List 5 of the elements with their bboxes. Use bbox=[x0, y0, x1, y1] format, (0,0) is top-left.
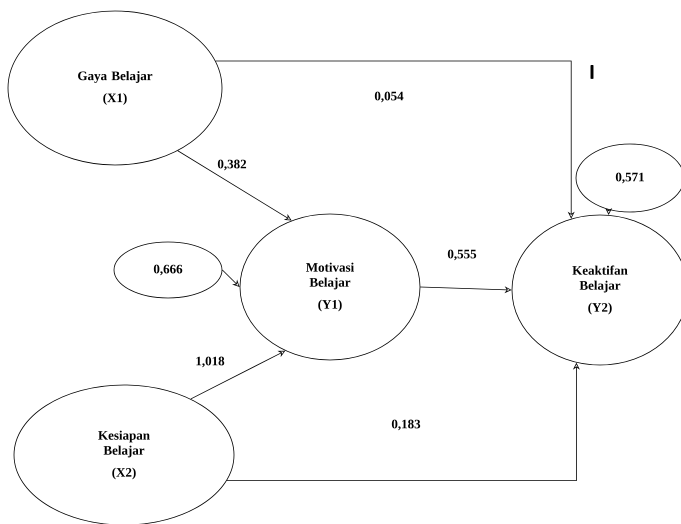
edge-label: 1,018 bbox=[194, 356, 226, 368]
edge-label: 0,183 bbox=[390, 418, 422, 432]
edge-label: 0,054 bbox=[373, 90, 405, 104]
edge-label: 0,555 bbox=[446, 248, 478, 262]
label: I bbox=[590, 65, 594, 79]
